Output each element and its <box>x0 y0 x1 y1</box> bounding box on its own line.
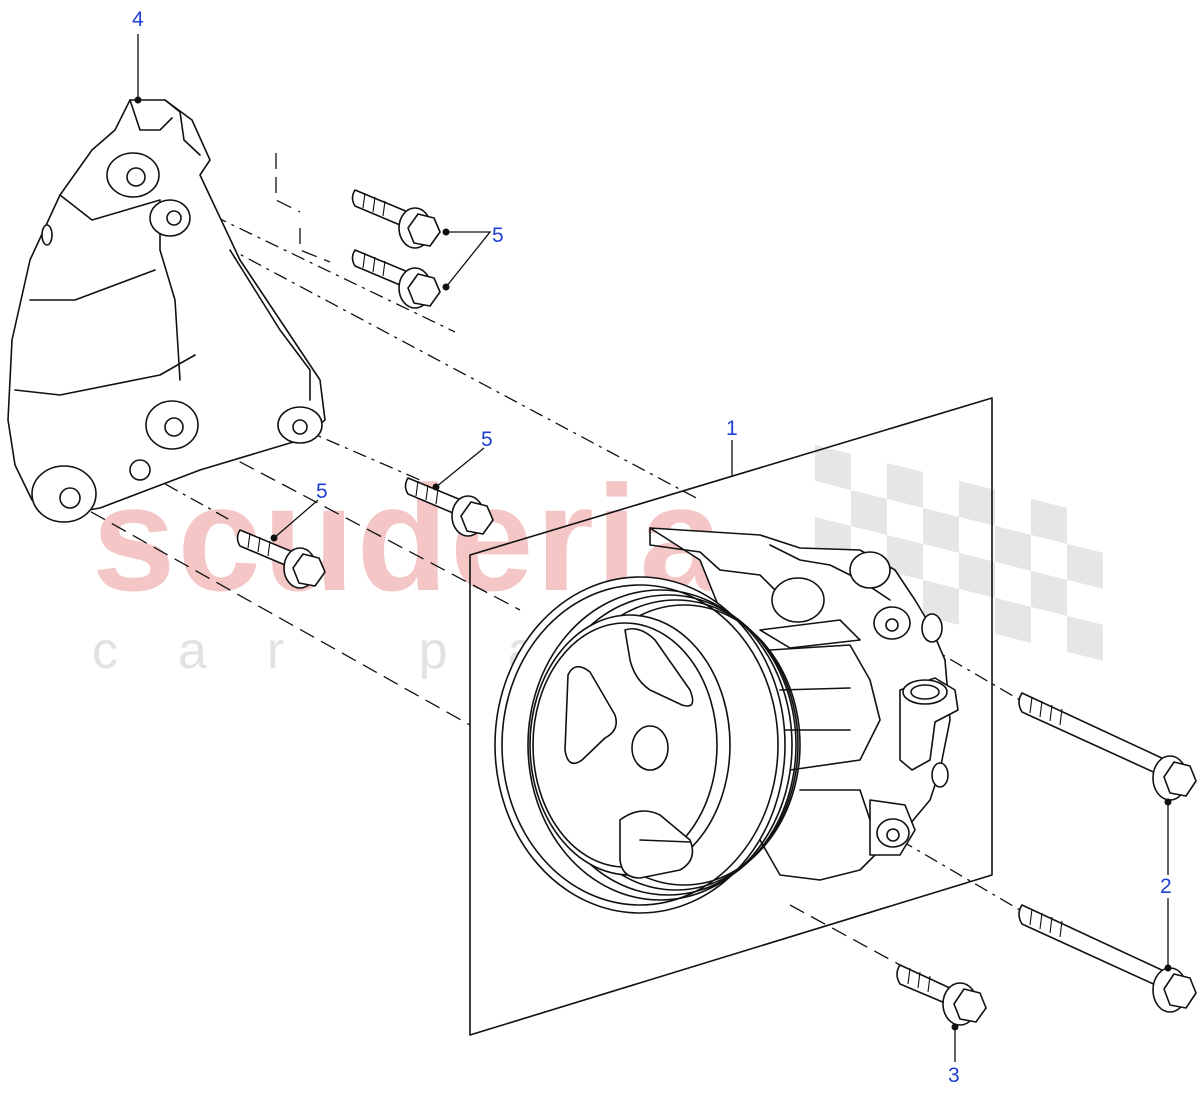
power-steering-pump <box>494 527 959 914</box>
callout-2: 2 <box>1160 875 1172 898</box>
bolt-middle-2 <box>236 529 326 589</box>
bolt-upper-2 <box>351 249 441 309</box>
centre-lines <box>69 153 1021 966</box>
bolt-lower <box>896 964 987 1026</box>
callout-1: 1 <box>726 417 738 440</box>
callout-5-upper: 5 <box>492 224 504 247</box>
callout-3: 3 <box>948 1064 960 1087</box>
callout-5-left: 5 <box>316 480 328 503</box>
callout-5-middle: 5 <box>481 428 493 451</box>
leader-lines <box>134 34 1172 1062</box>
callout-4: 4 <box>132 8 144 31</box>
long-bolt-upper <box>1018 692 1197 801</box>
pump-outline-frame <box>469 397 993 1036</box>
bolt-middle-1 <box>404 477 494 537</box>
callout-labels: 4 5 5 5 1 2 3 <box>132 8 1172 1087</box>
long-bolt-lower <box>1018 904 1197 1013</box>
mounting-bracket <box>7 99 326 523</box>
bolt-upper-1 <box>351 189 441 249</box>
